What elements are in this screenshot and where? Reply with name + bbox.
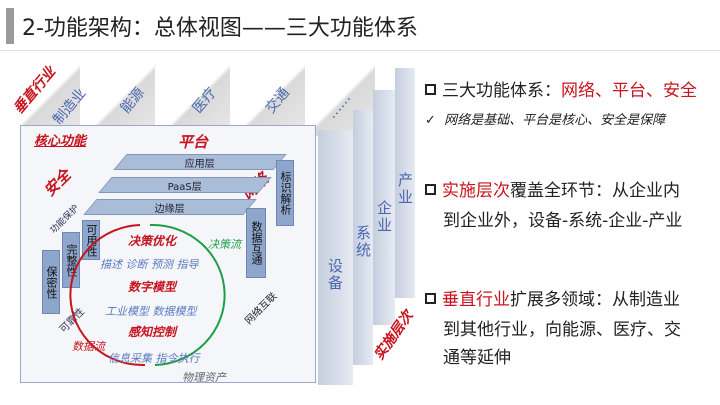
impl-strip-system — [353, 110, 373, 365]
data-flow-arrow — [69, 224, 146, 367]
impl-level: 企业 — [375, 200, 393, 234]
flow-cycle — [69, 223, 226, 367]
impl-strip-device — [318, 130, 353, 385]
impl-level: 系统 — [354, 225, 372, 259]
layer-application: 应用层 — [113, 154, 287, 170]
layer-edge: 边缘层 — [83, 199, 257, 215]
digital-model: 数字模型 — [128, 280, 177, 294]
industry-column — [170, 58, 230, 136]
impl-level: 设备 — [326, 258, 344, 292]
sense-sub: 信息采集 指令执行 — [108, 352, 200, 365]
industry-column — [245, 58, 305, 136]
check-icon: ✓ — [425, 113, 436, 128]
impl-strip-industry — [395, 68, 415, 298]
bullet-functions-sub: ✓ 网络是基础、平台是核心、安全是保障 — [425, 113, 666, 128]
bullet-vertical: 垂直行业扩展多领域：从制造业 — [425, 285, 680, 310]
bullet-functions: 三大功能体系：网络、平台、安全 — [425, 76, 697, 101]
network-item: 标识解析 — [276, 160, 294, 226]
decision-sub: 描述 诊断 预测 指导 — [100, 258, 199, 271]
platform-label: 平台 — [178, 133, 209, 151]
impl-level: 产业 — [396, 172, 414, 206]
core-function-label: 核心功能 — [34, 134, 87, 149]
industry-column — [20, 58, 80, 136]
bullet-impl: 实施层次覆盖全环节：从企业内 — [425, 176, 680, 201]
square-bullet-icon — [425, 184, 436, 195]
physical-assets-label: 物理资产 — [182, 371, 226, 384]
bullet-vertical-line3: 通等延伸 — [443, 348, 511, 368]
sense-control: 感知控制 — [128, 325, 177, 339]
header-divider — [0, 50, 720, 51]
model-sub: 工业模型 数据模型 — [105, 305, 197, 318]
decision-flow-arrow — [149, 223, 226, 366]
square-bullet-icon — [425, 293, 436, 304]
impl-strip-enterprise — [373, 90, 395, 325]
security-item: 保密性 — [42, 250, 60, 314]
bullet-vertical-line2: 到其他行业，向能源、医疗、交 — [443, 320, 681, 340]
network-item: 数据互通 — [246, 208, 266, 278]
decision-flow-label: 决策流 — [208, 238, 241, 251]
page-title: 2-功能架构：总体视图——三大功能体系 — [22, 16, 418, 41]
bullet-impl-line2: 到企业外，设备-系统-企业-产业 — [443, 211, 683, 231]
industry-column — [95, 58, 155, 136]
layer-paas: PaaS层 — [98, 177, 272, 193]
data-flow-label: 数据流 — [72, 340, 105, 353]
header-accent-bar — [6, 8, 14, 44]
decision-optimization: 决策优化 — [128, 234, 177, 248]
square-bullet-icon — [425, 84, 436, 95]
